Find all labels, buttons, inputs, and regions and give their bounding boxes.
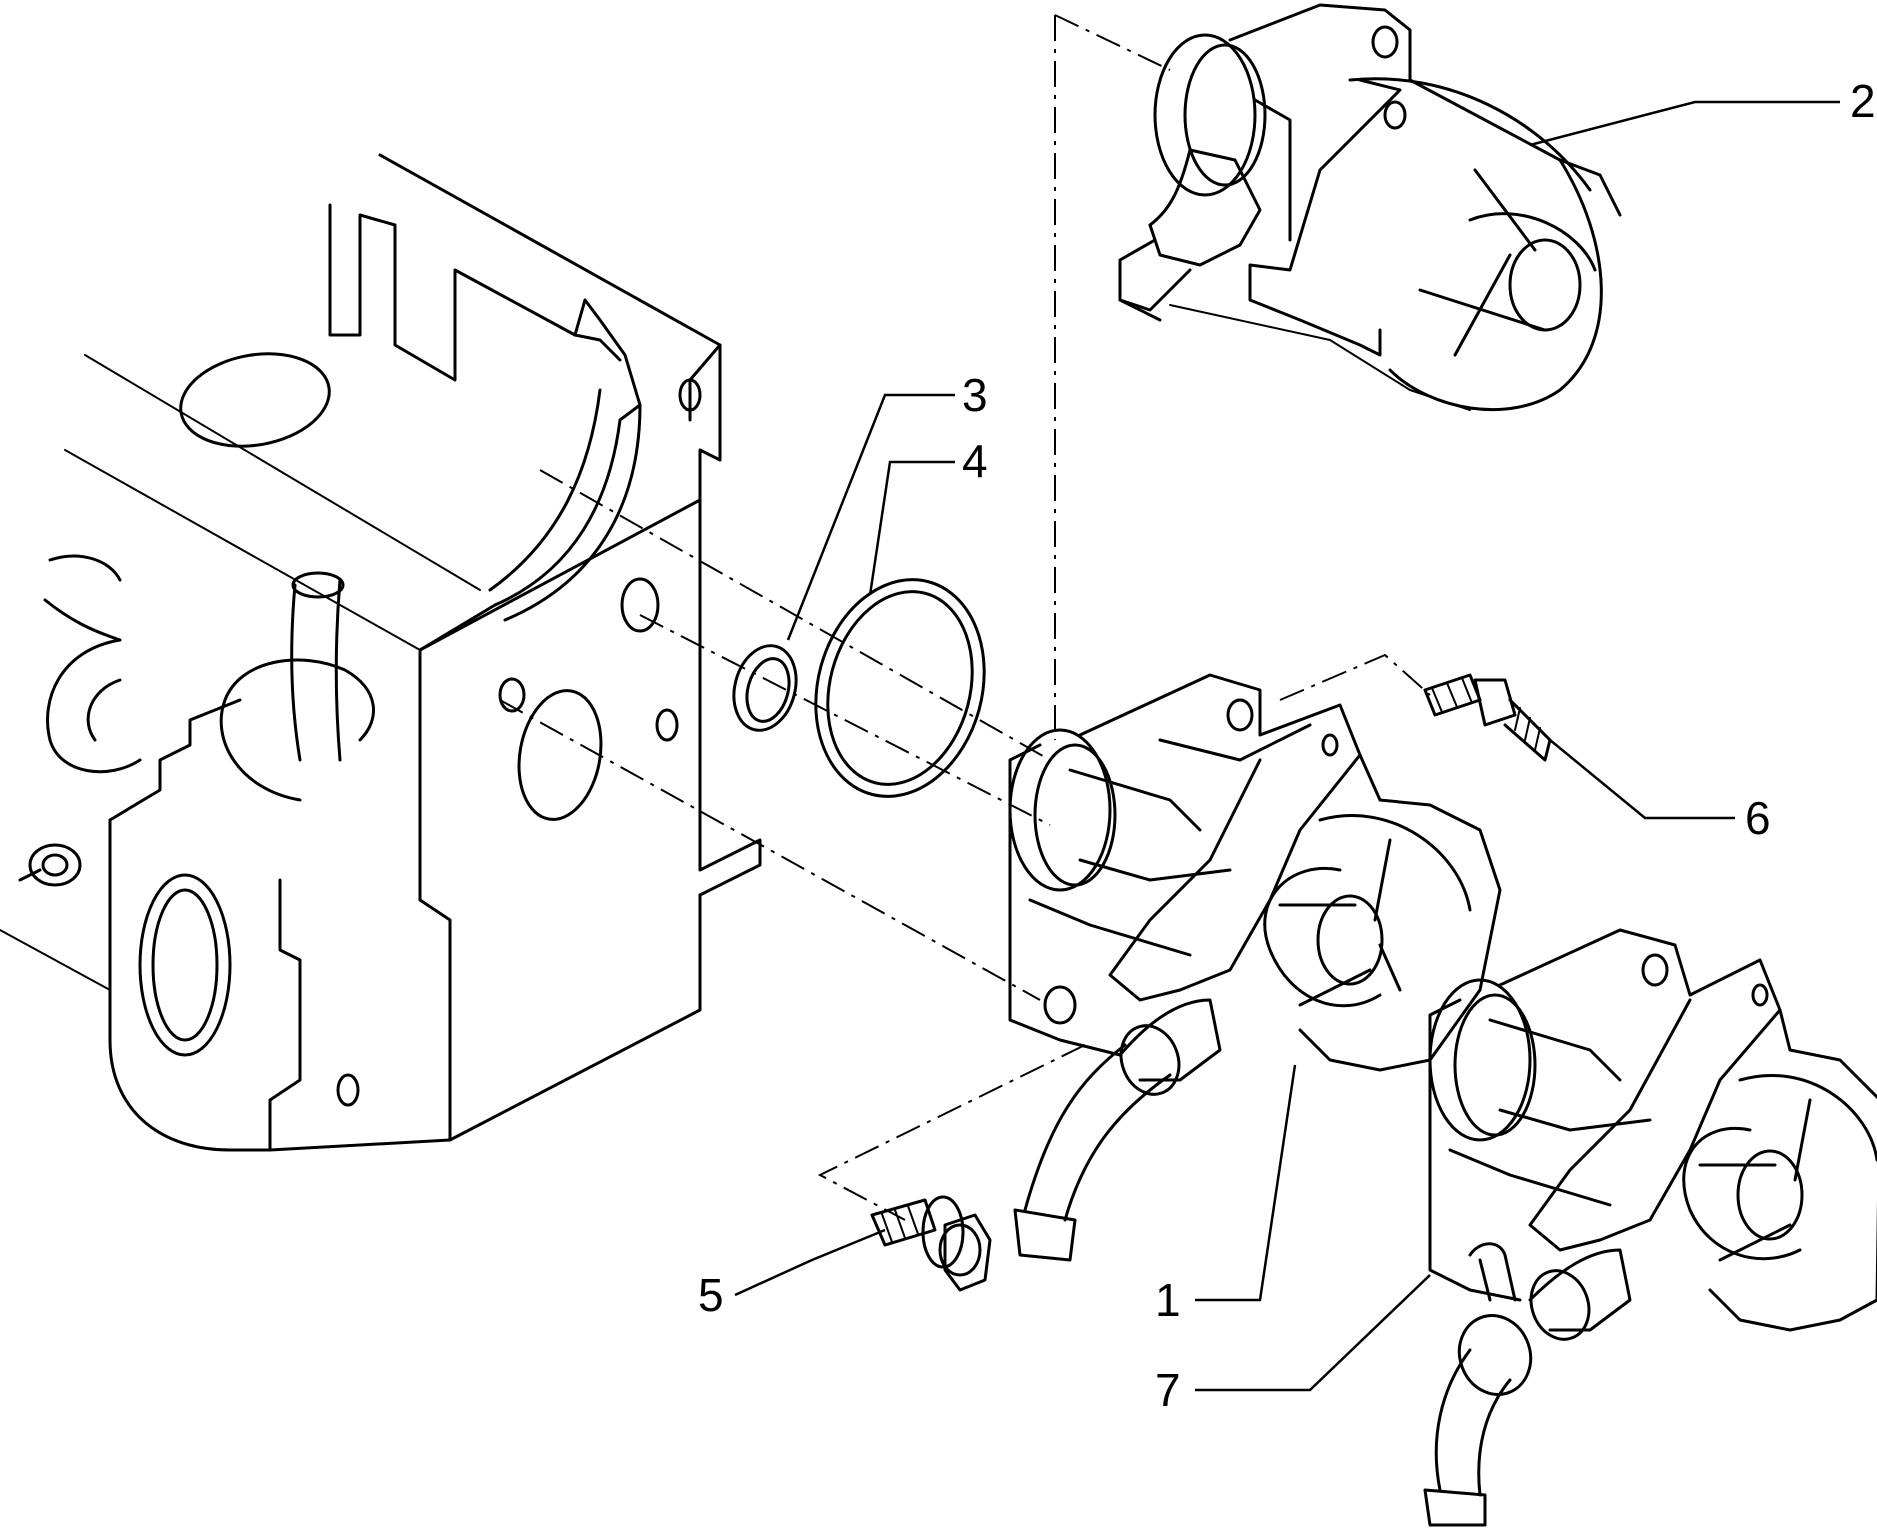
part-5-bolt xyxy=(870,1195,992,1292)
part-6-stud xyxy=(1423,673,1552,762)
part-1-vacuum-pump xyxy=(1008,673,1502,1262)
part-7-vacuum-pump-variant xyxy=(1423,928,1877,1527)
part-3-small-o-ring xyxy=(732,644,798,732)
callout-2: 2 xyxy=(1850,75,1876,127)
callout-1: 1 xyxy=(1155,1274,1181,1326)
engine-block xyxy=(0,153,762,1152)
callout-4: 4 xyxy=(962,435,988,487)
part-2-vacuum-pump xyxy=(1118,3,1622,412)
callout-leaders xyxy=(734,100,1840,1392)
part-4-large-o-ring xyxy=(814,578,986,798)
callout-3: 3 xyxy=(962,369,988,421)
callout-6: 6 xyxy=(1745,792,1771,844)
assembly-axis-lines xyxy=(499,14,1431,1221)
callout-7: 7 xyxy=(1155,1364,1181,1416)
callout-5: 5 xyxy=(698,1269,724,1321)
